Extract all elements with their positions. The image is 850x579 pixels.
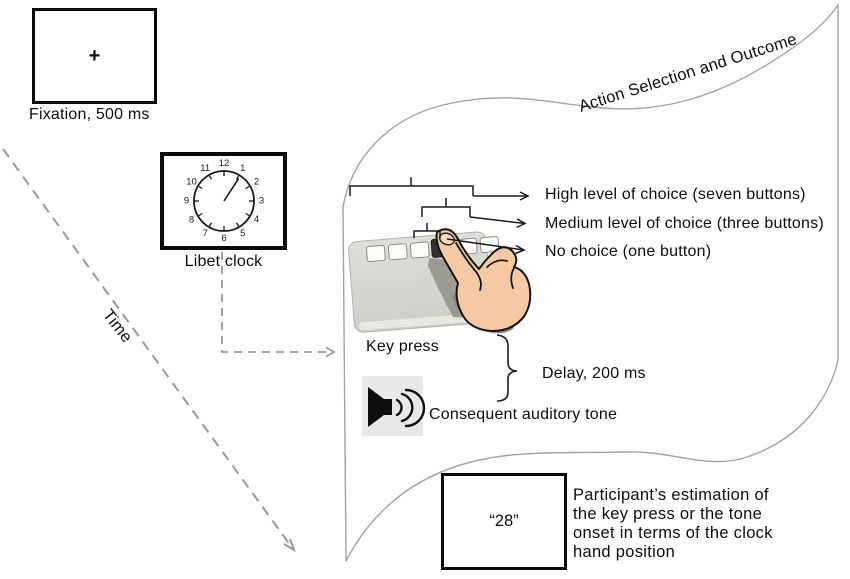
svg-text:7: 7 (203, 228, 208, 239)
svg-text:4: 4 (254, 214, 259, 225)
button-2 (387, 243, 408, 261)
choice-level-none-label: No choice (one button) (545, 243, 712, 260)
time-arrow (2, 148, 296, 553)
delay-brace (496, 334, 518, 402)
auditory-tone-label: Consequent auditory tone (429, 406, 618, 423)
elbow-arrow (221, 252, 336, 358)
fixation-label: Fixation, 500 ms (29, 106, 150, 123)
brace-high (349, 177, 474, 196)
brace-none (413, 223, 441, 238)
fixation-cross: + (88, 44, 101, 67)
button-3 (409, 241, 430, 259)
choice-level-high-label: High level of choice (seven buttons) (545, 186, 806, 203)
svg-text:1: 1 (240, 163, 245, 174)
svg-text:6: 6 (221, 233, 226, 244)
button-1 (366, 245, 386, 262)
choice-braces (349, 177, 530, 255)
svg-text:5: 5 (240, 228, 245, 239)
banner-scroll-shape (342, 2, 839, 562)
svg-text:2: 2 (254, 177, 259, 188)
estimation-value: “28” (489, 512, 519, 530)
clock-hand (223, 177, 240, 202)
arrow-high (473, 191, 530, 201)
svg-text:12: 12 (219, 158, 230, 169)
choice-level-medium-label: Medium level of choice (three buttons) (545, 215, 824, 232)
speaker-icon (362, 376, 426, 436)
estimation-screen: “28” (441, 473, 567, 570)
hand-pressing-icon (428, 228, 532, 334)
svg-text:9: 9 (184, 196, 189, 207)
svg-text:11: 11 (200, 163, 210, 174)
brace-medium (421, 198, 471, 217)
svg-text:8: 8 (189, 214, 194, 225)
svg-text:3: 3 (259, 196, 264, 207)
libet-clock-label: Libet clock (184, 253, 263, 270)
arrow-none (446, 238, 526, 255)
svg-text:10: 10 (186, 177, 197, 188)
fixation-screen: + (32, 8, 157, 104)
estimation-description: Participant’s estimation of the key pres… (573, 486, 773, 561)
delay-label: Delay, 200 ms (542, 365, 646, 382)
arrow-medium (469, 216, 527, 229)
key-press-label: Key press (366, 338, 439, 355)
